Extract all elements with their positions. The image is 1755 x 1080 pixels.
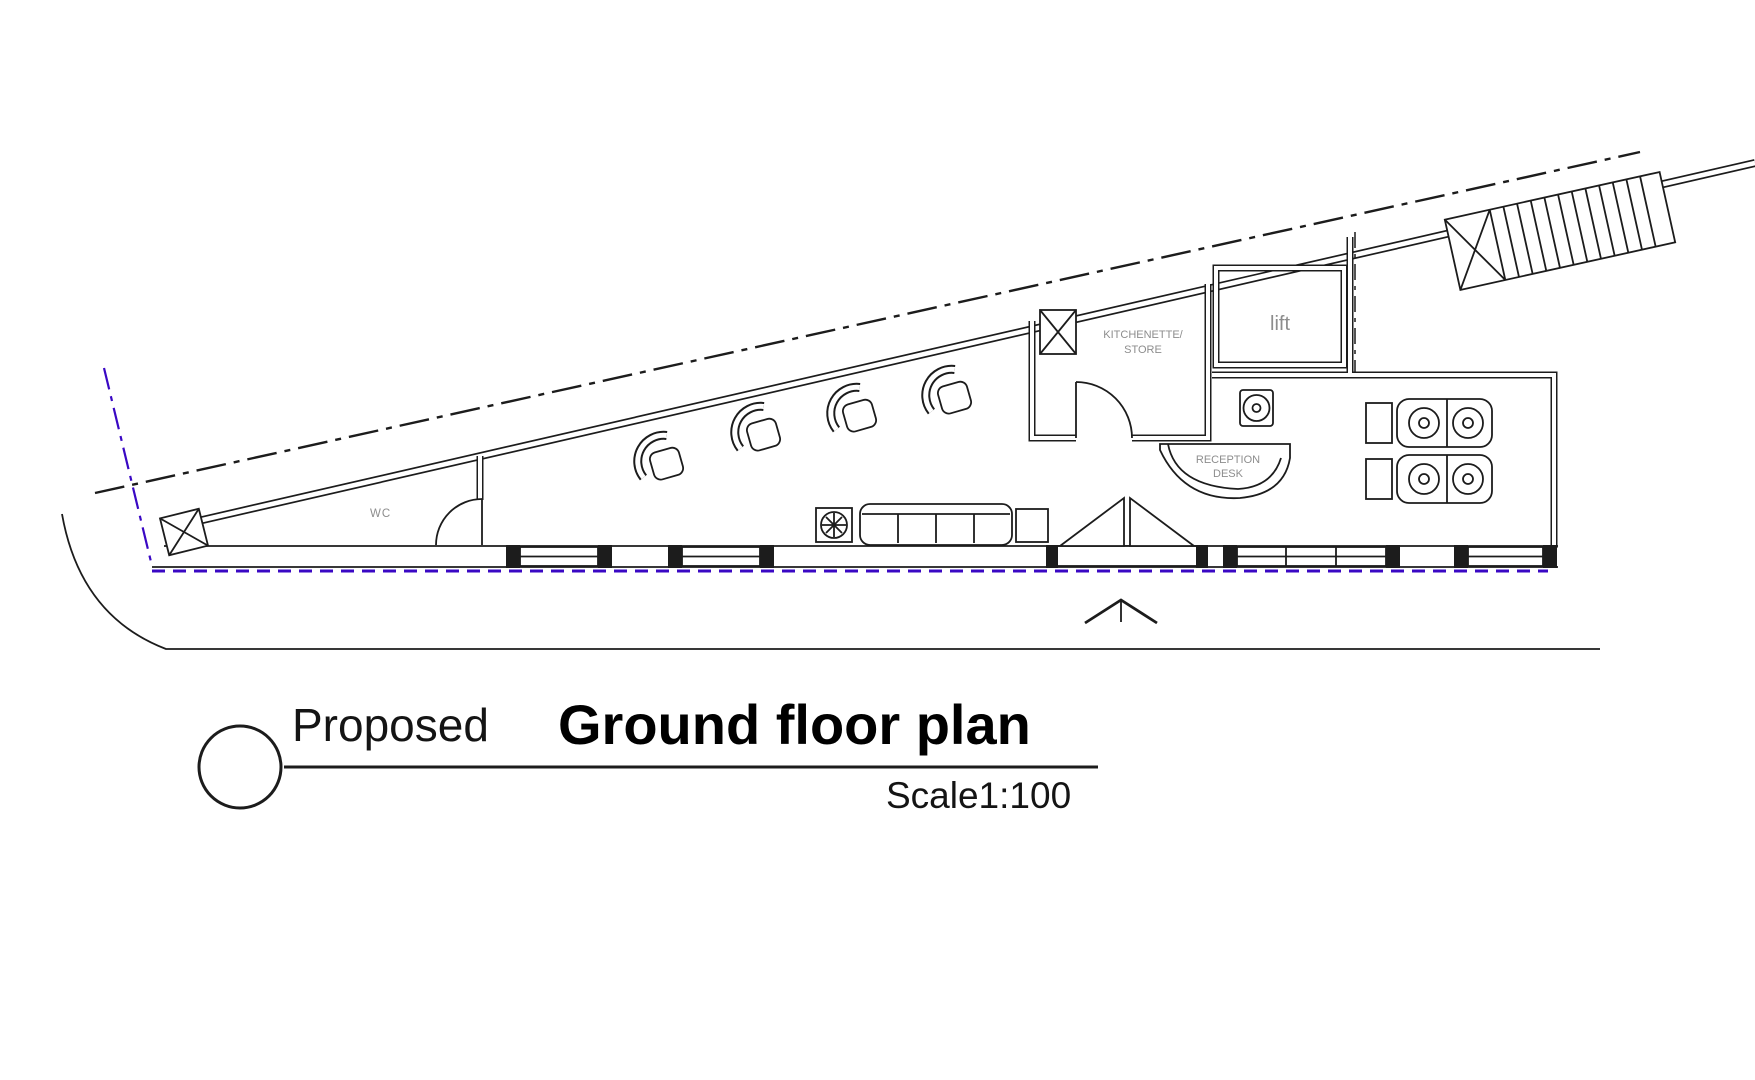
basin: [1408, 463, 1440, 495]
title-prefix: Proposed: [292, 699, 489, 751]
rear-salon-wall-inner: [1212, 373, 1556, 548]
waiting-chair: [921, 364, 973, 415]
reception-desk-inner-edge: [1167, 443, 1282, 490]
kitchenette-room-label-line2: STORE: [1124, 344, 1162, 356]
entrance: [1046, 496, 1208, 568]
entrance-arrow: [1084, 598, 1158, 625]
sofa-group: [815, 503, 1049, 546]
corner-column: [158, 507, 210, 557]
wall-pier: [1543, 545, 1557, 568]
wc-door: [435, 498, 483, 546]
wash-station: [1365, 398, 1493, 448]
chair-back-inner: [732, 403, 765, 451]
entrance-jamb: [1046, 545, 1058, 568]
wash-stations: [1365, 398, 1493, 504]
title-bubble-circle: [197, 724, 283, 810]
station-cabinet: [1365, 458, 1393, 500]
reception-area: [1159, 389, 1291, 499]
chair-seat: [745, 417, 782, 452]
basin-drain: [1418, 417, 1430, 429]
side-table: [1015, 508, 1049, 543]
reception-stool: [1242, 394, 1271, 422]
wall-pier: [1454, 545, 1468, 568]
entrance-door-left-leaf: [1057, 496, 1125, 547]
kitchenette-duct: [1039, 309, 1077, 355]
waiting-chair: [826, 382, 878, 433]
wash-station: [1365, 454, 1493, 504]
lift-room-label: lift: [1270, 313, 1290, 335]
waiting-chair: [730, 401, 782, 452]
chair-seat: [648, 446, 685, 481]
waiting-chair: [633, 430, 685, 481]
staircase: [1443, 170, 1677, 292]
wall-pier: [668, 545, 682, 568]
wall-pier: [760, 545, 774, 568]
site-boundary-left-line: [102, 367, 154, 567]
sofa-cushion-dividers: [897, 514, 975, 543]
entrance-door-right-leaf: [1129, 496, 1197, 547]
basin-drain: [1418, 473, 1430, 485]
kitchenette-door: [1075, 381, 1133, 439]
basin: [1452, 407, 1484, 439]
wall-pier: [506, 545, 520, 568]
front-windows: [506, 545, 1557, 568]
basin-drain: [1462, 473, 1474, 485]
chair-seat: [936, 380, 973, 415]
scale-text: Scale1:100: [886, 775, 1071, 816]
stair-treads: [1502, 176, 1657, 278]
chair-back-inner: [923, 366, 956, 414]
wc-door-swing-arc: [435, 498, 483, 546]
entrance-jamb: [1196, 545, 1208, 568]
kitchenette-room-label-line1: KITCHENETTE/: [1103, 329, 1183, 341]
wall-pier: [1386, 545, 1400, 568]
lift-shaft-walls-inner: [1214, 266, 1346, 367]
title-block: Proposed Ground floor plan Scale1:100: [197, 693, 1098, 816]
basin: [1452, 463, 1484, 495]
column-x-brace: [159, 508, 209, 556]
entrance-threshold: [1055, 545, 1199, 567]
duct-x-brace: [1039, 309, 1077, 355]
waiting-chairs: [633, 364, 973, 481]
stair-flight: [1443, 170, 1677, 292]
plant-leaves: [822, 513, 846, 537]
chair-back-inner: [828, 384, 861, 432]
chair-seat: [841, 398, 878, 433]
reception-label-line2: DESK: [1213, 468, 1244, 480]
reception-stool-center: [1251, 403, 1262, 413]
pavement-edge-line: [61, 513, 1600, 650]
chair-back-inner: [635, 432, 668, 480]
station-cabinet: [1365, 402, 1393, 444]
wall-pier: [1223, 545, 1237, 568]
stair-x-brace: [1444, 209, 1507, 291]
basin-drain: [1462, 417, 1474, 429]
kitchenette-walls-inner: [1030, 284, 1210, 440]
wall-pier: [598, 545, 612, 568]
site-boundary-line: [94, 150, 1641, 495]
reception-label-line1: RECEPTION: [1196, 454, 1260, 466]
page-title: Ground floor plan: [558, 693, 1031, 756]
wc-room-label: WC: [370, 508, 391, 520]
basin: [1408, 407, 1440, 439]
kitchenette-door-swing-arc: [1075, 381, 1133, 439]
